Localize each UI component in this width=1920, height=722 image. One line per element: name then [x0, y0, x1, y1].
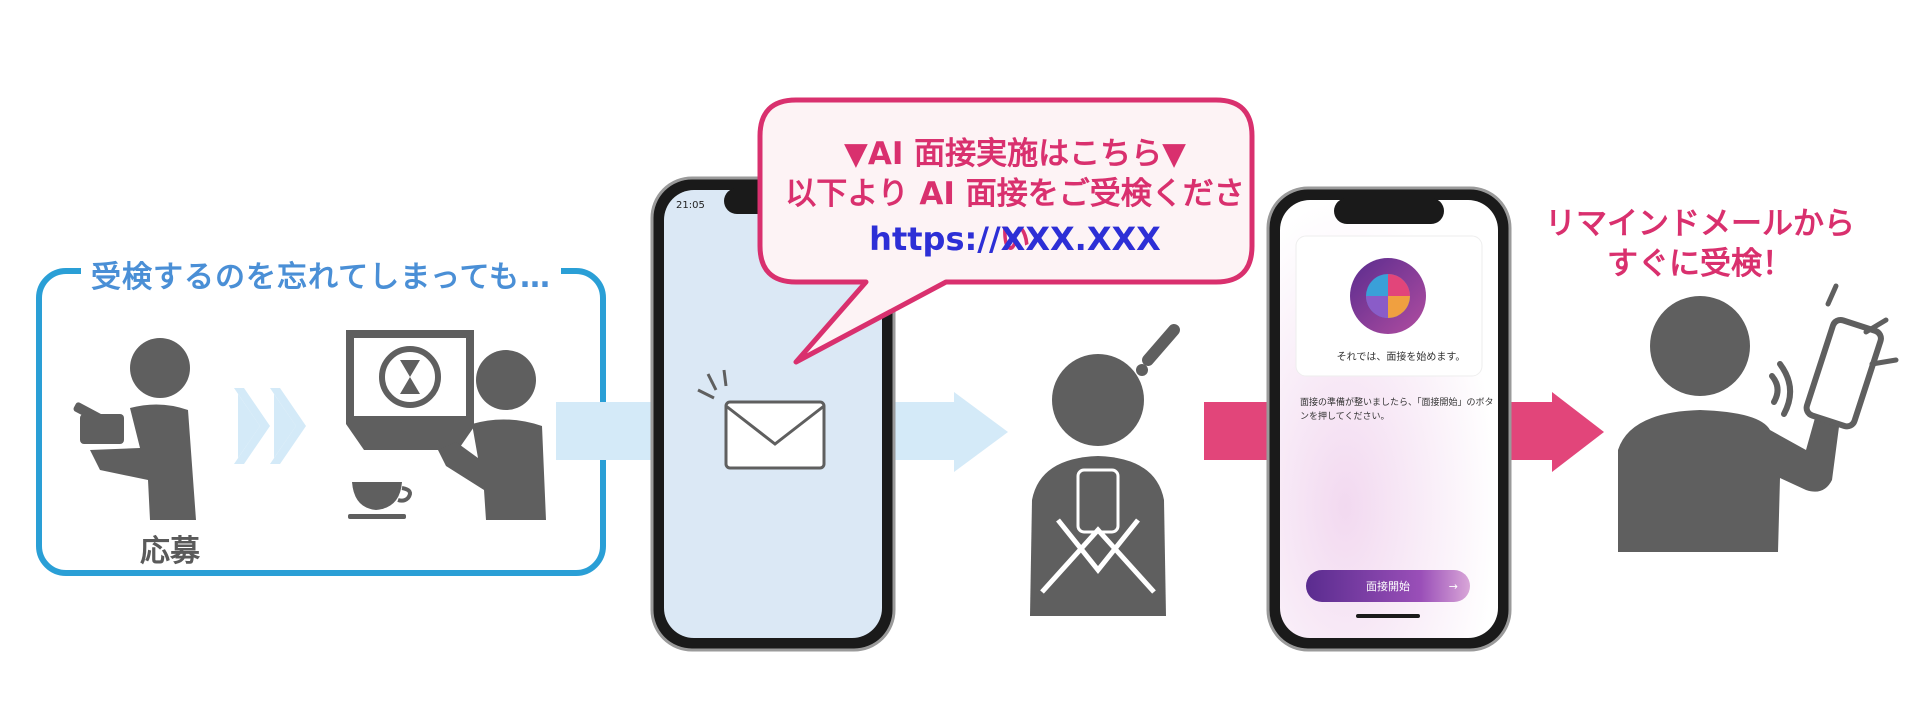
reminder-line-1: リマインドメールから: [1545, 206, 1855, 242]
phone-status-time: 21:05: [676, 200, 705, 211]
forgot-caption: 受検するのを忘れてしまっても…: [42, 252, 600, 296]
start-interview-label: 面接開始: [1366, 580, 1410, 593]
pie-logo-icon: [1366, 274, 1410, 318]
interview-card-message: それでは、面接を始めます。: [1336, 352, 1466, 363]
mail-envelope-icon: [697, 369, 826, 470]
reminder-line-2: すぐに受検！: [1607, 246, 1793, 282]
interview-prep-message: 面接の準備が整いましたら、「面接開始」のボタンを押してください。: [1300, 398, 1494, 422]
phone-mail-mockup: [650, 176, 896, 652]
person-with-phone-icon: [1030, 324, 1180, 616]
chevron-arrows-icon: [234, 388, 306, 464]
bubble-line-1: ▼AI 面接実施はこちら▼: [844, 136, 1186, 172]
interview-link[interactable]: https://XXX.XXX: [869, 220, 1161, 258]
bubble-line-2: 以下より AI 面接をご受検ください: [785, 176, 1245, 257]
start-interview-button[interactable]: 面接開始 →: [1306, 570, 1470, 602]
person-writing-icon: [73, 338, 196, 520]
speech-bubble: [757, 97, 1255, 365]
reminder-caption: リマインドメールから すぐに受検！: [1540, 204, 1860, 284]
phone-interview-mockup: [1266, 186, 1512, 652]
person-phone-call-icon: [1618, 283, 1899, 552]
apply-label: 応募: [140, 534, 200, 569]
arrow-right-icon: →: [1448, 579, 1458, 593]
person-computer-icon: [346, 330, 546, 520]
forgot-frame: 受検するのを忘れてしまっても…: [36, 260, 606, 576]
